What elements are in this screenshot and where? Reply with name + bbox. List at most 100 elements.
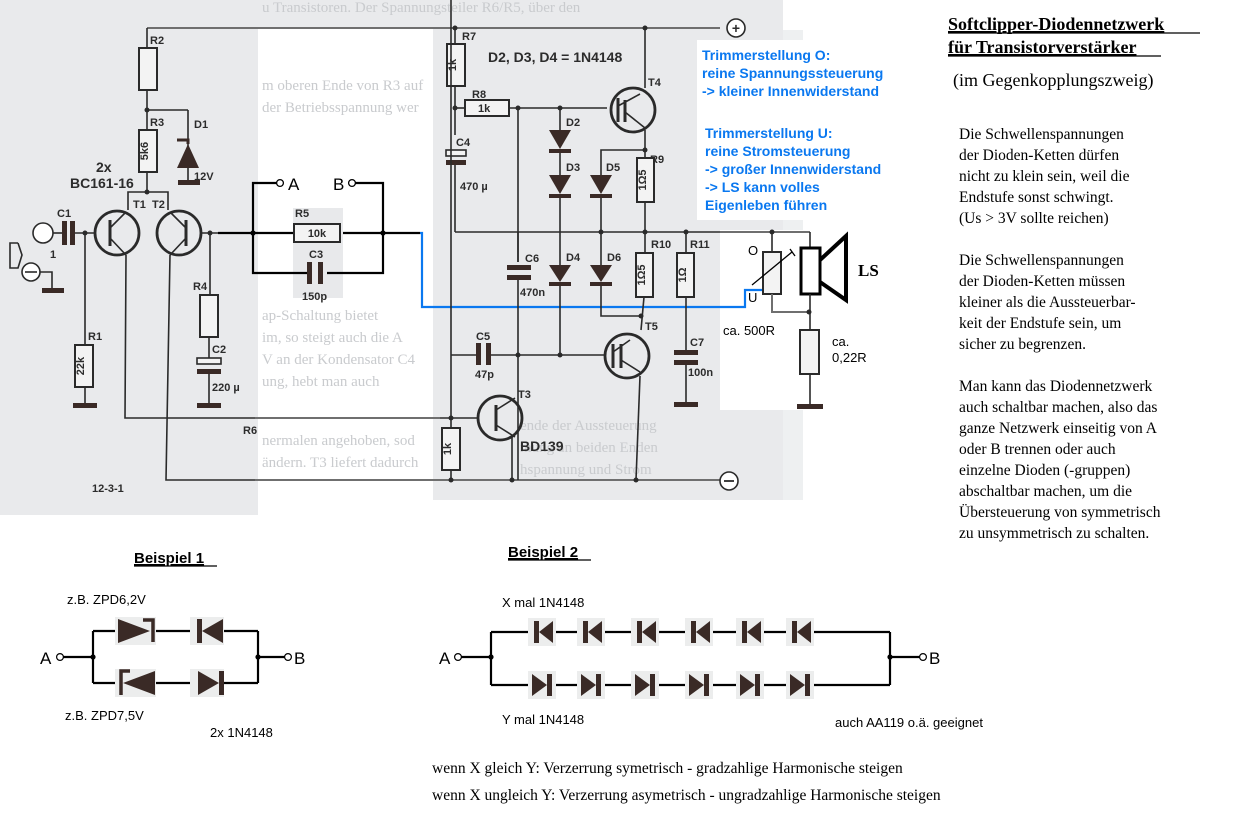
example-2-terminal-a[interactable] xyxy=(454,652,463,661)
speaker-icon xyxy=(818,231,848,304)
d1-value: 12V xyxy=(194,171,214,183)
d3-label: D3 xyxy=(566,162,580,174)
c2-label: C2 xyxy=(212,344,226,356)
example-1-node-a: A xyxy=(40,649,52,668)
svg-text:abschaltbar machen, um die: abschaltbar machen, um die xyxy=(959,483,1132,500)
svg-text:ung, hebt man auch: ung, hebt man auch xyxy=(262,374,380,390)
transistor-t5 xyxy=(603,332,651,380)
node-b-terminal[interactable] xyxy=(347,178,357,188)
sense-resistor-value-1: ca. xyxy=(832,334,849,349)
r11-label: R11 xyxy=(690,239,710,251)
r7-label: R7 xyxy=(462,31,476,43)
r5-value: 10k xyxy=(308,228,327,240)
c3-value: 150p xyxy=(302,291,327,303)
transistor-t4 xyxy=(609,86,657,134)
r9-value: 1Ω5 xyxy=(637,169,649,190)
svg-text:m oberen Ende von R3 auf: m oberen Ende von R3 auf xyxy=(262,78,423,94)
trimmer-wiper-wire xyxy=(420,231,768,309)
speaker-body xyxy=(799,246,822,296)
r4-label: R4 xyxy=(193,281,208,293)
diode-y xyxy=(685,671,713,699)
notes-paragraph-1: Die Schwellenspannungen der Dioden-Kette… xyxy=(959,126,1130,227)
svg-text:ganze Netzwerk einseitig von A: ganze Netzwerk einseitig von A xyxy=(959,420,1158,437)
input-jack xyxy=(32,222,54,244)
t4-label: T4 xyxy=(648,77,662,89)
diode-x xyxy=(786,618,814,646)
example-1-diode-label: 2x 1N4148 xyxy=(210,725,273,740)
svg-text:Die Schwellenspannungen: Die Schwellenspannungen xyxy=(959,252,1124,269)
capacitor-c5 xyxy=(476,343,481,365)
example-2-node-b: B xyxy=(929,649,940,668)
c5-value: 47p xyxy=(475,369,494,381)
svg-text:Die Schwellenspannungen: Die Schwellenspannungen xyxy=(959,126,1124,143)
svg-text:zu unsymmetrisch zu schalten.: zu unsymmetrisch zu schalten. xyxy=(959,525,1149,542)
t3-type: BD139 xyxy=(520,438,564,454)
d4-label: D4 xyxy=(566,252,581,264)
diode-x xyxy=(577,618,605,646)
svg-text:(Us > 3V sollte reichen): (Us > 3V sollte reichen) xyxy=(959,210,1109,227)
node-a-wire xyxy=(251,181,277,233)
svg-text:-> LS kann volles: -> LS kann volles xyxy=(705,179,820,195)
d6-label: D6 xyxy=(607,252,621,264)
svg-text:Trimmerstellung U:: Trimmerstellung U: xyxy=(705,125,833,141)
svg-text:u Transistoren. Der Spannungst: u Transistoren. Der Spannungsteiler R6/R… xyxy=(262,0,581,16)
sense-resistor-value-2: 0,22R xyxy=(832,350,867,365)
diode-bottom xyxy=(198,671,219,695)
svg-text:kleiner als die Aussteuerbar-: kleiner als die Aussteuerbar- xyxy=(959,294,1136,311)
example-1-terminal-a[interactable] xyxy=(55,652,64,661)
positive-terminal xyxy=(726,18,746,38)
node-a-label: A xyxy=(288,175,300,194)
transistor-type: BC161-16 xyxy=(70,175,134,191)
diode-y xyxy=(528,671,556,699)
example-1-terminal-b[interactable] xyxy=(284,652,293,661)
notes-paragraph-3: Man kann das Diodennetzwerk auch schaltb… xyxy=(959,378,1161,542)
trimmer-wiper xyxy=(751,251,793,286)
c6-value: 470n xyxy=(520,287,545,299)
c3-label: C3 xyxy=(309,249,323,261)
diode-d6 xyxy=(590,265,612,282)
t5-label: T5 xyxy=(645,321,658,333)
white-patch xyxy=(697,40,847,220)
svg-text:keit der Endstufe sein, um: keit der Endstufe sein, um xyxy=(959,315,1121,332)
diode-d3 xyxy=(549,175,571,194)
capacitor-c7 xyxy=(674,350,698,355)
diode-note: D2, D3, D4 = 1N4148 xyxy=(488,49,622,65)
diode-x xyxy=(528,618,556,646)
svg-text:oder B trennen oder auch: oder B trennen oder auch xyxy=(959,441,1116,458)
c1-label: C1 xyxy=(57,208,71,220)
svg-text:Man kann das Diodennetzwerk: Man kann das Diodennetzwerk xyxy=(959,378,1153,395)
resistor-r4 xyxy=(199,294,219,338)
example-2: Beispiel 2 X mal 1N4148 Y mal 1N4148 auc… xyxy=(439,544,983,730)
r8-label: R8 xyxy=(472,89,486,101)
svg-text:der Dioden-Ketten müssen: der Dioden-Ketten müssen xyxy=(959,273,1125,290)
t3-label: T3 xyxy=(518,389,531,401)
diode-y xyxy=(786,671,814,699)
node-a-terminal[interactable] xyxy=(275,178,285,188)
svg-text:Trimmerstellung O:: Trimmerstellung O: xyxy=(702,47,830,63)
footer-line-2: wenn X ungleich Y: Verzerrung asymetrisc… xyxy=(432,787,941,804)
r10-value: 1Ω5 xyxy=(636,264,648,285)
sense-resistor xyxy=(799,329,820,375)
r8-value: 1k xyxy=(478,103,491,115)
resistor-r2 xyxy=(138,47,158,91)
input-arrow-icon xyxy=(9,242,23,269)
t2-label: T2 xyxy=(152,199,165,211)
white-patch xyxy=(0,518,780,817)
svg-text:nicht zu klein sein, weil die: nicht zu klein sein, weil die xyxy=(959,168,1130,185)
example-2-terminal-b[interactable] xyxy=(918,652,927,661)
diode-x xyxy=(736,618,764,646)
notes-paragraph-2: Die Schwellenspannungen der Dioden-Kette… xyxy=(959,252,1136,353)
figure-id: 12-3-1 xyxy=(92,483,124,495)
svg-text:reine Stromsteuerung: reine Stromsteuerung xyxy=(705,143,850,159)
plus-symbol: + xyxy=(732,20,740,36)
c5-label: C5 xyxy=(476,331,490,343)
r3-value: 5k6 xyxy=(139,142,151,160)
resistor-r3 xyxy=(138,129,158,173)
r1-value: 22k xyxy=(75,356,87,375)
diode-x xyxy=(631,618,659,646)
c2-value: 220 µ xyxy=(212,382,240,394)
r7-value: 1k xyxy=(447,58,459,71)
c7-label: C7 xyxy=(690,337,704,349)
diode-top xyxy=(197,619,202,643)
